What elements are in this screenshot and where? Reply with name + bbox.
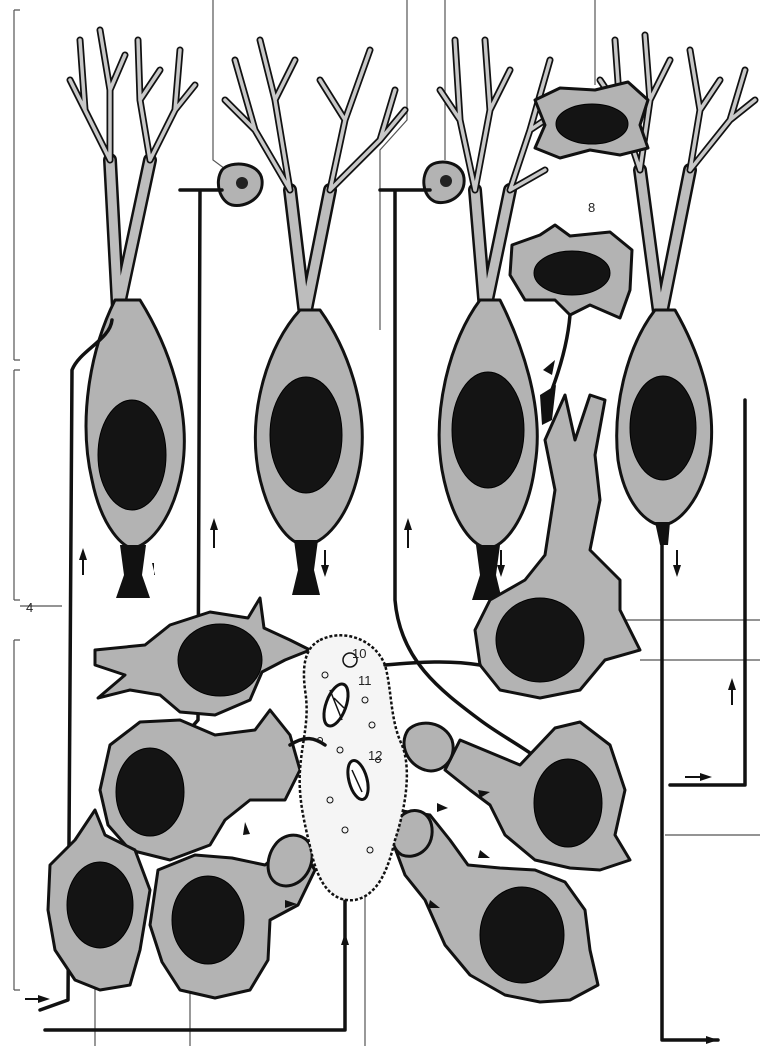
- label-8: 8: [588, 200, 595, 215]
- granule-cell-1: [95, 598, 310, 715]
- synapse-right: [424, 162, 464, 203]
- label-11: 11: [358, 673, 372, 688]
- synapse-left: [218, 164, 262, 206]
- granule-cell-4: [445, 722, 630, 870]
- label-4: 4: [26, 600, 33, 615]
- layer-brackets: [14, 10, 62, 990]
- label-12: 12: [368, 748, 382, 763]
- neuron-upper-2: [225, 40, 405, 595]
- neuron-upper-3: [439, 40, 560, 600]
- small-cell-top: [535, 82, 648, 158]
- neuron-upper-1: [70, 30, 195, 598]
- label-10: 10: [352, 646, 366, 661]
- granule-cell-3: [100, 710, 300, 860]
